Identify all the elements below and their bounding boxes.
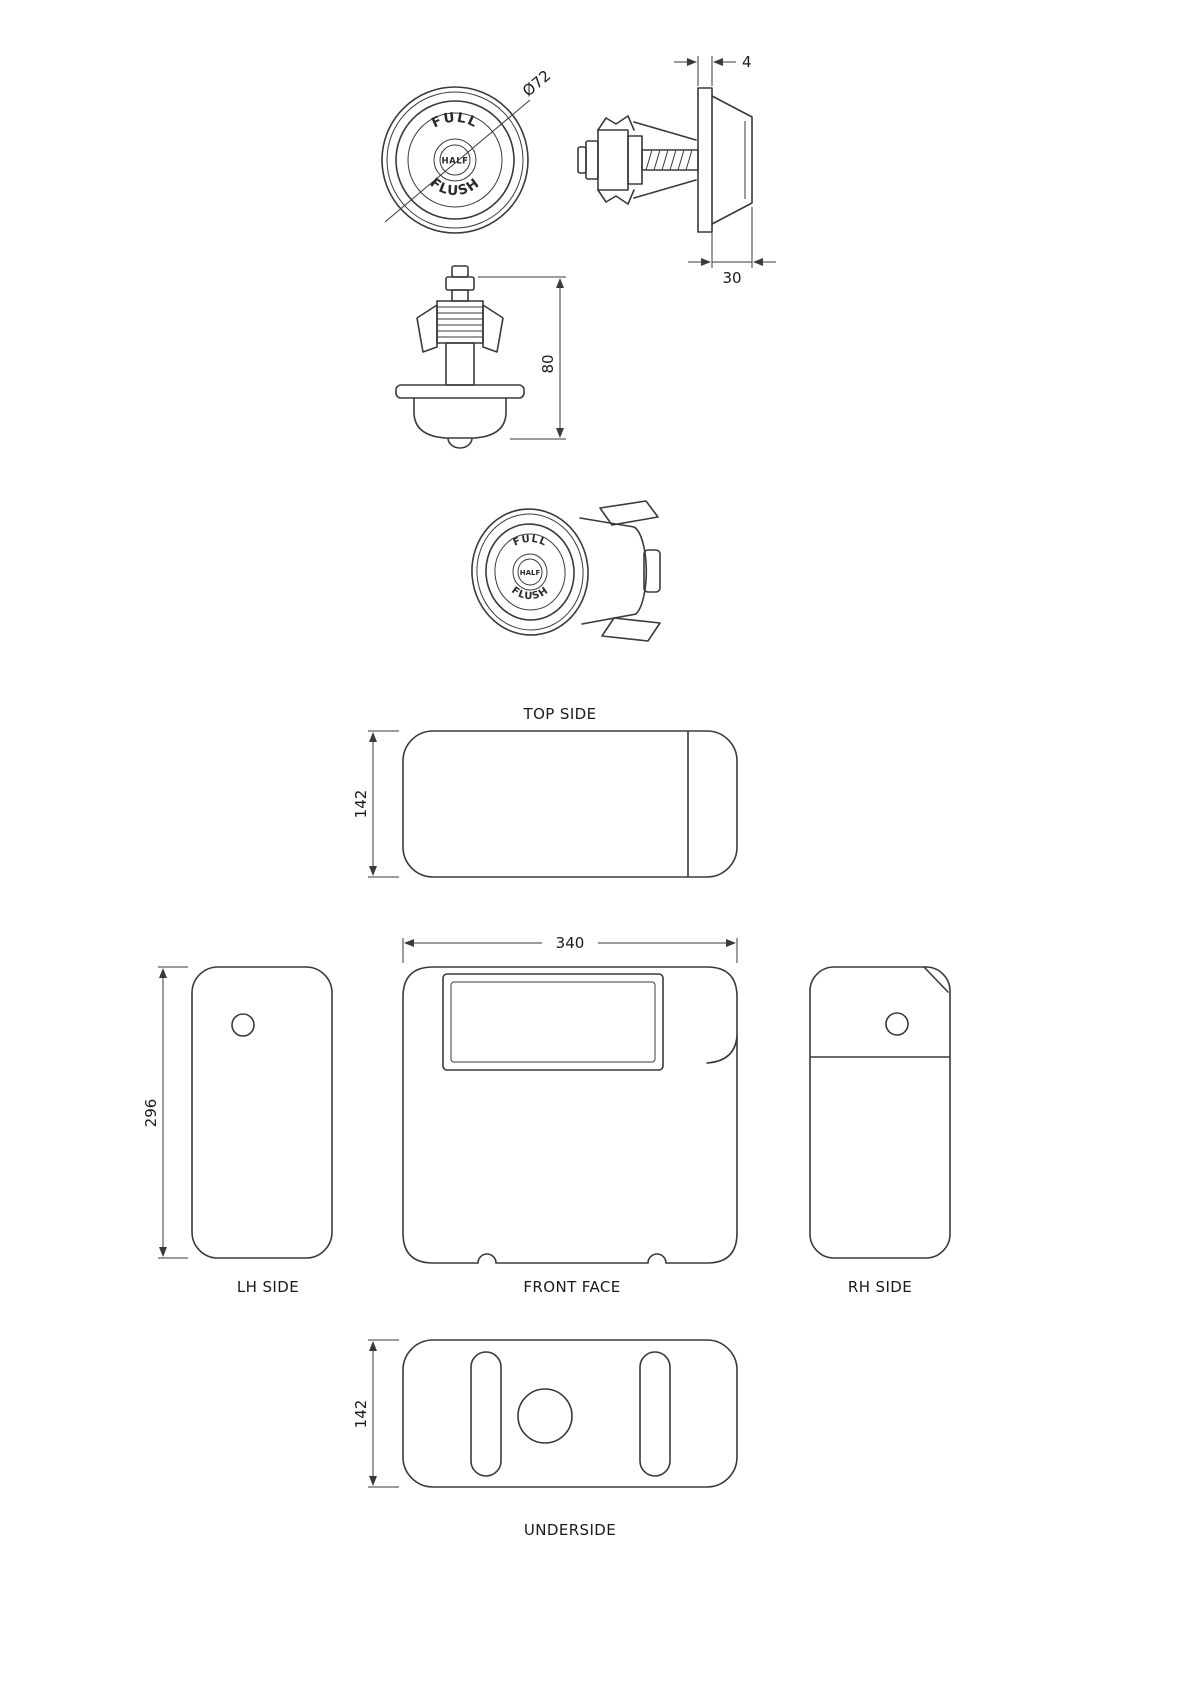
dim-top-depth: 142 [352, 790, 370, 819]
dim-diameter: Ø72 [519, 66, 554, 100]
button-recess-inner [450, 981, 656, 1063]
underside-slot-right [639, 1351, 671, 1477]
diameter-leader-line [384, 99, 531, 223]
top-side-view: TOP SIDE 142 [352, 705, 738, 878]
front-face-label: FRONT FACE [523, 1278, 620, 1296]
lh-side-view: 296 LH SIDE [142, 966, 333, 1296]
lh-side-hole [231, 1013, 255, 1037]
dim-plate-thickness: 4 [742, 53, 752, 71]
button-recess-outer [442, 973, 664, 1071]
top-side-outline [402, 730, 738, 878]
underside-slot-left [470, 1351, 502, 1477]
underside-label: UNDERSIDE [524, 1521, 616, 1539]
button-outer-ring [381, 86, 529, 234]
front-face-view: 340 FRONT FACE [402, 934, 738, 1296]
dim-side-height: 296 [142, 1099, 160, 1128]
rh-side-label: RH SIDE [848, 1278, 912, 1296]
top-side-label: TOP SIDE [523, 705, 597, 723]
button-half-text: HALF [442, 157, 469, 167]
button-flush-text: FLUSH [427, 175, 483, 199]
button-perspective-view: FULL FLUSH HALF [471, 500, 661, 642]
wall-plate [697, 87, 713, 233]
underside-view: 142 UNDERSIDE [352, 1339, 738, 1539]
dim-depth: 30 [722, 269, 741, 287]
dim-front-width: 340 [556, 934, 585, 952]
button-section-view: 4 30 [577, 53, 776, 287]
lh-side-outline [191, 966, 333, 1259]
lh-side-label: LH SIDE [237, 1278, 299, 1296]
rh-side-hole [885, 1012, 909, 1036]
dim-under-depth: 142 [352, 1400, 370, 1429]
button-flush-text-perspective: FLUSH [509, 585, 551, 602]
button-full-text: FULL [429, 110, 481, 132]
rh-side-view: RH SIDE [809, 966, 951, 1296]
front-face-outline [402, 966, 738, 1264]
button-side-view: 80 [395, 265, 566, 449]
underside-outline [402, 1339, 738, 1488]
underside-hole [517, 1388, 573, 1444]
rh-side-outline [809, 966, 951, 1259]
button-front-view: FULL FLUSH HALF Ø72 [381, 66, 554, 234]
button-half-text-perspective: HALF [520, 569, 541, 577]
dim-height: 80 [539, 354, 557, 373]
